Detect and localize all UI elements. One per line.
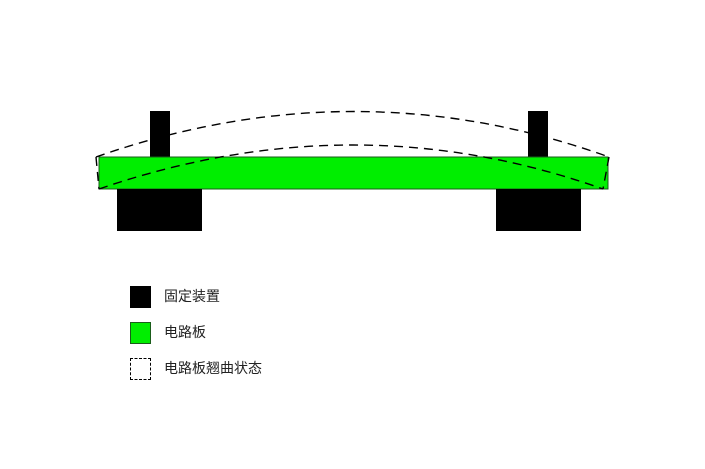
legend-label-warp: 电路板翘曲状态 <box>164 361 262 377</box>
warp-left-edge <box>95 156 100 190</box>
legend-label-board: 电路板 <box>164 325 206 341</box>
warp-upper-curve <box>95 110 610 158</box>
board-swatch <box>130 322 151 344</box>
warp-lower-curve <box>98 144 604 190</box>
fixture-swatch <box>130 286 151 308</box>
circuit-board <box>98 156 609 190</box>
warp-right-edge <box>602 156 610 190</box>
fixture-block-right <box>496 189 581 231</box>
fixture-block-left <box>117 189 202 231</box>
fixture-pin-right <box>528 111 548 159</box>
warped-board-outline <box>95 110 610 190</box>
legend-label-fixture: 固定装置 <box>164 289 220 305</box>
fixture-pin-left <box>150 111 170 159</box>
warp-swatch <box>130 358 151 380</box>
